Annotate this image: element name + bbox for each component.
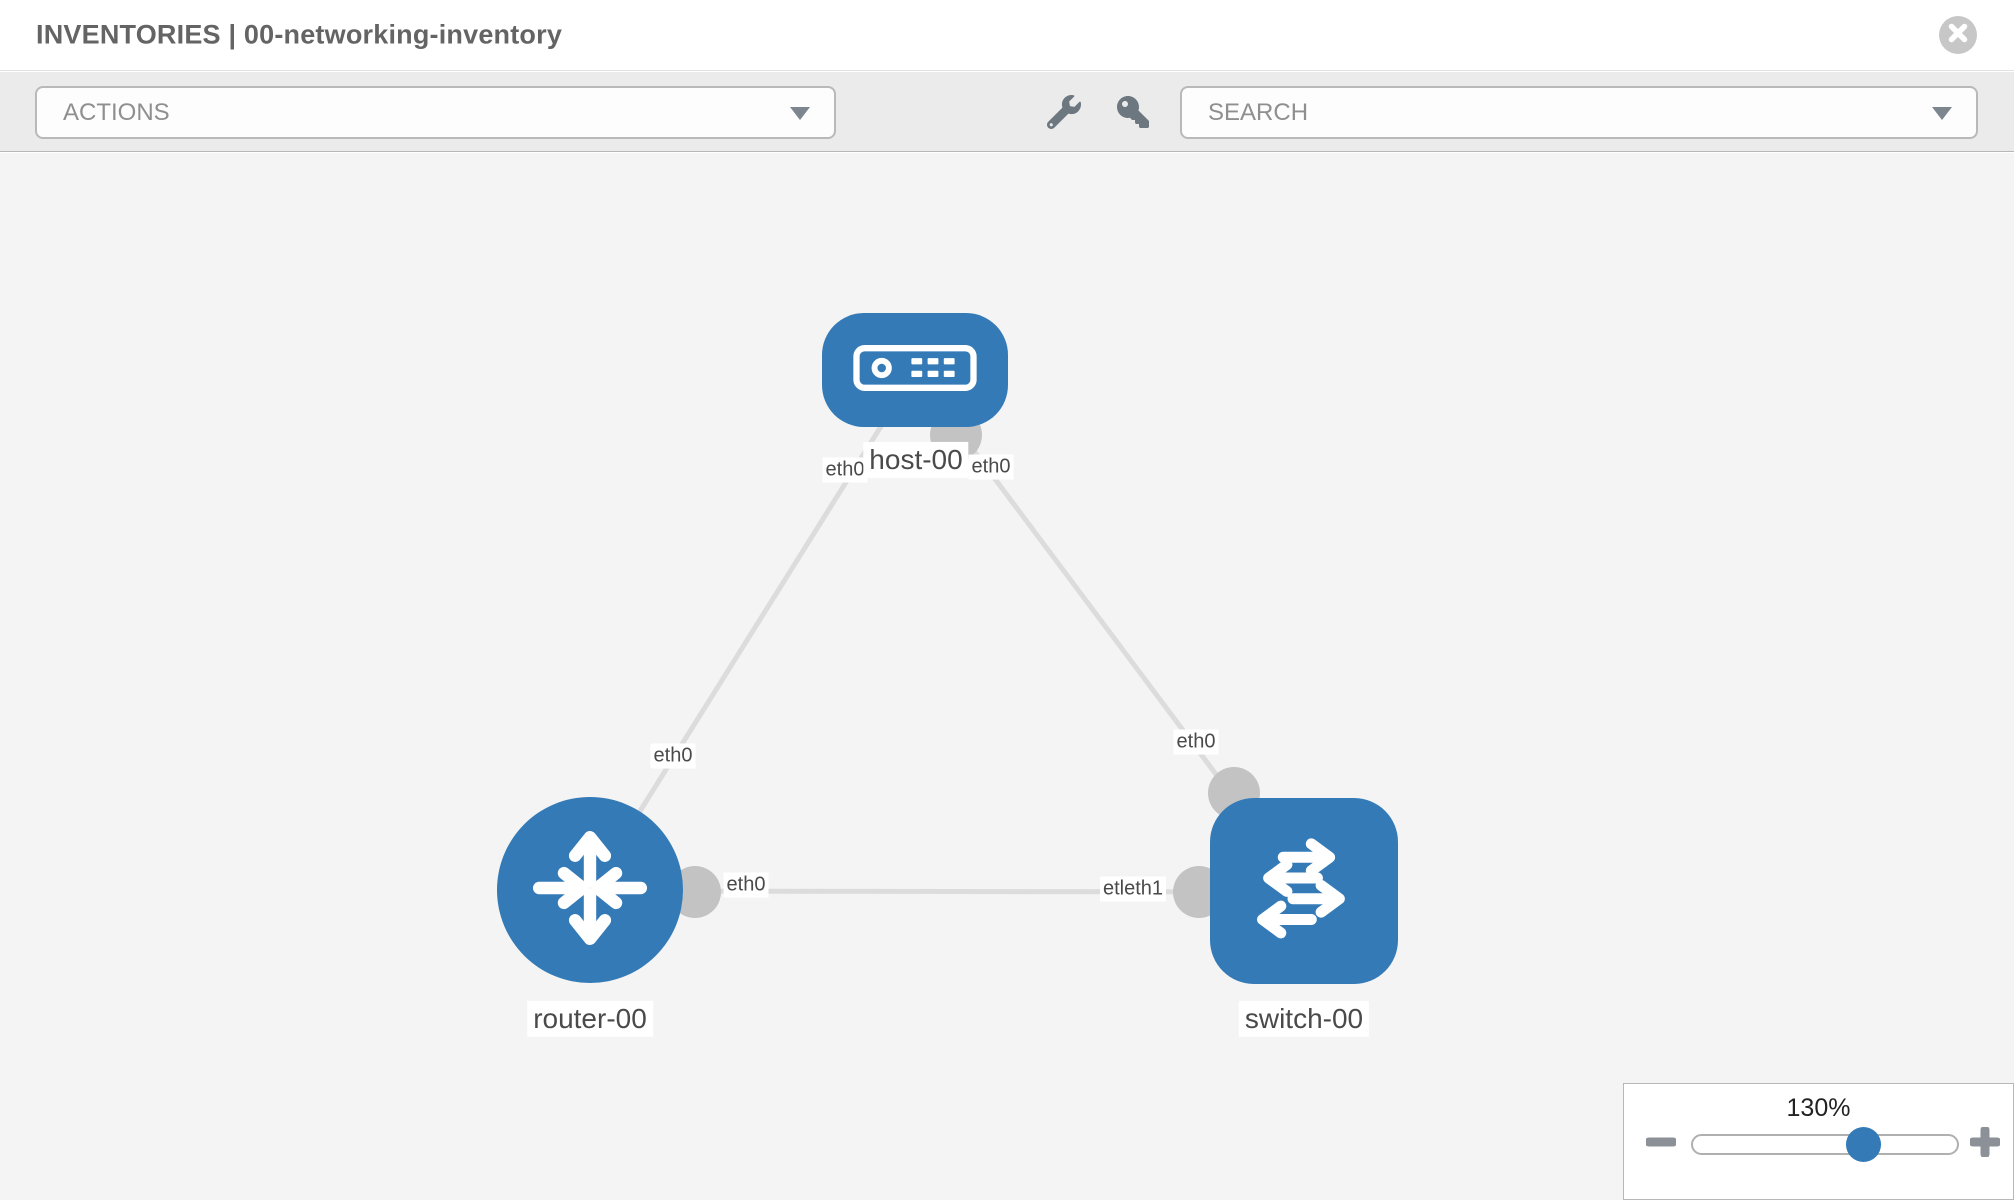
node-router[interactable] bbox=[497, 797, 683, 983]
minus-icon bbox=[1644, 1127, 1678, 1162]
search-dropdown[interactable]: SEARCH bbox=[1180, 86, 1978, 139]
router-icon bbox=[528, 826, 652, 955]
wrench-icon bbox=[1046, 94, 1081, 134]
configure-button[interactable] bbox=[1039, 92, 1089, 136]
port-label-switch-top: eth0 bbox=[1173, 729, 1219, 755]
credentials-button[interactable] bbox=[1108, 92, 1158, 136]
key-icon bbox=[1117, 95, 1149, 133]
node-label-switch: switch-00 bbox=[1238, 1000, 1370, 1038]
plus-icon bbox=[1968, 1125, 2002, 1162]
node-label-host: host-00 bbox=[863, 441, 969, 479]
zoom-level: 130% bbox=[1786, 1094, 1851, 1122]
actions-dropdown[interactable]: ACTIONS bbox=[35, 86, 836, 139]
node-switch[interactable] bbox=[1210, 798, 1398, 984]
zoom-out-button[interactable] bbox=[1644, 1128, 1678, 1160]
port-label-router-top: eth0 bbox=[650, 743, 696, 769]
zoom-slider-thumb[interactable] bbox=[1846, 1127, 1881, 1162]
actions-label: ACTIONS bbox=[63, 98, 170, 126]
close-icon bbox=[1948, 23, 1968, 48]
links-layer bbox=[587, 370, 1307, 918]
page-title: INVENTORIES | 00-networking-inventory bbox=[36, 19, 563, 50]
chevron-down-icon bbox=[790, 106, 810, 120]
host-icon bbox=[852, 341, 978, 400]
zoom-panel: 130% bbox=[1623, 1083, 2014, 1200]
search-label: SEARCH bbox=[1208, 98, 1309, 126]
chevron-down-icon bbox=[1932, 106, 1952, 120]
node-host[interactable] bbox=[822, 313, 1008, 427]
port-label-router-right: eth0 bbox=[723, 872, 769, 898]
switch-icon bbox=[1243, 828, 1365, 955]
port-label-switch-left: etleth1 bbox=[1099, 876, 1167, 902]
zoom-in-button[interactable] bbox=[1968, 1125, 2002, 1162]
port-label-host-right: eth0 bbox=[968, 454, 1014, 480]
node-label-router: router-00 bbox=[527, 1000, 653, 1038]
header-bar: INVENTORIES | 00-networking-inventory bbox=[0, 0, 2014, 71]
zoom-slider-track[interactable] bbox=[1691, 1134, 1959, 1155]
close-button[interactable] bbox=[1939, 16, 1977, 54]
port-label-host-left: eth0 bbox=[822, 457, 868, 483]
topology-canvas[interactable]: eth0 eth0 eth0 eth0 eth0 etleth1 host-00… bbox=[0, 153, 2014, 1200]
toolbar: ACTIONS SEARCH bbox=[0, 72, 2014, 152]
